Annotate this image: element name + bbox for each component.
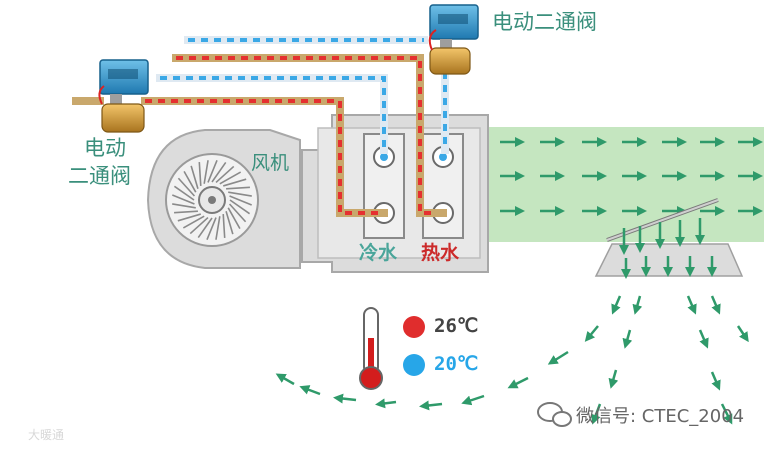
room-airflow-arrows: [275, 295, 749, 425]
fan-blade: [172, 194, 195, 205]
left-valve-label-line2: 二通阀: [68, 164, 131, 188]
airflow-arrow: [720, 403, 733, 425]
airflow-arrow: [375, 398, 397, 409]
coil-air-section: [488, 127, 764, 242]
fan-blade: [190, 165, 199, 190]
fan-blade: [197, 217, 213, 239]
fan-blade: [177, 177, 196, 197]
fan-blade: [219, 171, 242, 185]
diffuser-airflow-arrows: [619, 218, 717, 279]
fan-blade: [182, 215, 205, 229]
airflow-arrow: [736, 325, 749, 343]
airflow-arrow: [333, 393, 357, 404]
airflow-arrow: [419, 400, 443, 411]
wechat-icon: [537, 402, 572, 427]
fan-label: 风机: [251, 152, 290, 174]
fan-blade: [173, 185, 195, 201]
top-valve: [428, 4, 479, 75]
cold-temp-dot: [403, 354, 425, 376]
airflow-arrow: [547, 350, 569, 365]
airflow-arrow: [591, 403, 602, 425]
airflow-arrow: [698, 329, 709, 349]
fan-blade: [228, 191, 252, 197]
airflow-arrow: [275, 373, 295, 386]
airflow-arrow: [461, 394, 485, 406]
coil-airflow-arrows: [500, 137, 763, 216]
hot-water-label: 热水: [421, 242, 460, 264]
hot-temp-dot: [403, 316, 425, 338]
airflow-arrow: [632, 295, 643, 315]
site-logo: 大暖通: [28, 428, 65, 442]
airflow-arrow: [299, 385, 321, 396]
cold-temp-value: 20℃: [434, 353, 479, 375]
fan-blade: [211, 161, 227, 183]
fan-blade: [198, 162, 202, 186]
fan-blade: [189, 216, 209, 235]
airflow-arrow: [686, 295, 697, 315]
fan-blade: [174, 210, 198, 214]
fan-blade: [229, 195, 252, 206]
left-valve: [98, 59, 149, 133]
fan-blade: [207, 160, 218, 183]
fan-blade: [222, 214, 226, 238]
fan-impeller-icon: [172, 160, 252, 240]
fan-blade: [226, 186, 250, 190]
top-valve-label: 电动二通阀: [492, 10, 597, 34]
fan-blade: [229, 199, 251, 215]
thermometer-icon: [359, 307, 383, 390]
airflow-arrow: [584, 325, 599, 342]
fan-blade: [177, 213, 202, 222]
airflow-arrow: [622, 329, 633, 349]
fan-blade: [206, 217, 217, 240]
fan-blade: [228, 203, 247, 223]
airflow-arrow: [611, 295, 622, 315]
fan-blade: [203, 160, 209, 184]
fan-blade: [225, 210, 234, 235]
left-valve-label-line1: 电动: [84, 136, 126, 160]
fan-blade: [215, 216, 221, 240]
airflow-arrow: [608, 369, 619, 389]
cold-water-label: 冷水: [359, 242, 398, 264]
fan-blade: [215, 165, 235, 184]
fan-blade: [172, 203, 196, 209]
fan-blade: [183, 170, 197, 193]
hot-temp-value: 26℃: [434, 315, 479, 337]
fan-blade: [222, 178, 247, 187]
airflow-arrow: [507, 376, 529, 389]
airflow-arrow: [710, 371, 721, 391]
fan-housing: [146, 129, 301, 269]
fan-blade: [227, 207, 241, 230]
airflow-arrow: [710, 295, 721, 315]
flow-dashes: [145, 38, 447, 215]
wechat-watermark: 微信号: CTEC_2004: [576, 406, 745, 427]
